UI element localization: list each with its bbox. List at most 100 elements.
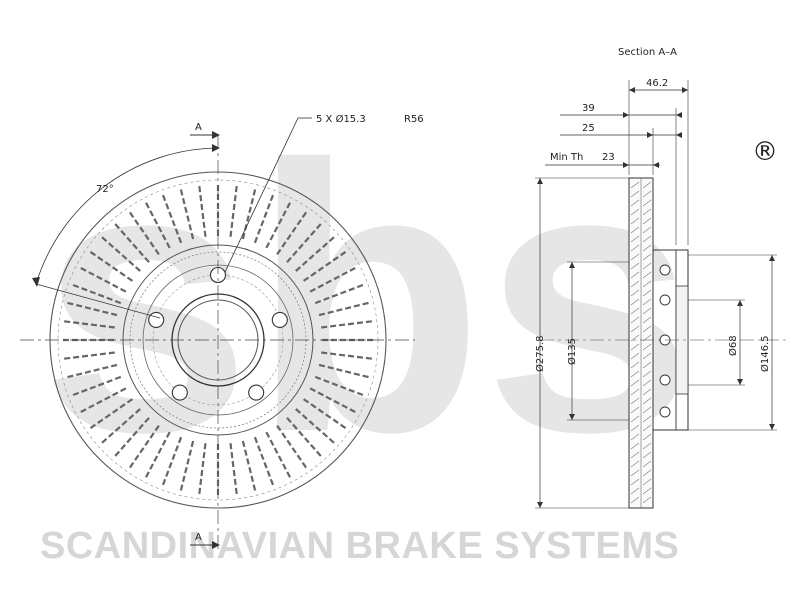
- hatch-line: [642, 415, 652, 423]
- hatch-line: [630, 289, 640, 297]
- hatch-line: [642, 343, 652, 351]
- dim-center-bore: Ø68: [727, 335, 739, 356]
- hatch-line: [630, 352, 640, 360]
- hatch-line: [642, 469, 652, 477]
- angle-ref-line: [35, 283, 161, 319]
- hatch-line: [630, 361, 640, 369]
- hatch-line: [642, 352, 652, 360]
- bolt-hole: [171, 384, 188, 401]
- hatch-line: [630, 181, 640, 189]
- dim-hub-diameter: Ø146.5: [759, 336, 771, 373]
- hatch-line: [642, 226, 652, 234]
- hatch-line: [642, 397, 652, 405]
- angle-label: 72°: [96, 184, 114, 195]
- hatch-line: [642, 217, 652, 225]
- section-bolt-hole: [659, 406, 671, 418]
- min-thickness-label: Min Th: [550, 152, 583, 163]
- sbs-logo-watermark: sbs: [40, 86, 695, 511]
- hatch-line: [642, 298, 652, 306]
- dim-39-arrow-left: [623, 112, 629, 118]
- radius-callout: R56: [404, 114, 424, 125]
- hatch-line: [642, 181, 652, 189]
- hatch-line: [642, 388, 652, 396]
- angle-arrow-left: [32, 277, 40, 287]
- dim-hat-arrow-top: [569, 262, 575, 268]
- dim-outer-arrow-bottom: [537, 502, 543, 508]
- bolt-hole: [148, 311, 165, 328]
- dim-46-arrow-left: [629, 87, 635, 93]
- hatch-line: [630, 478, 640, 486]
- hatch-line: [630, 388, 640, 396]
- hatch-line: [642, 208, 652, 216]
- hatch-line: [630, 424, 640, 432]
- dim-minth-arrow-right: [653, 162, 659, 168]
- section-bolt-hole: [659, 264, 671, 276]
- hatch-line: [630, 235, 640, 243]
- hatch-line: [630, 199, 640, 207]
- hatch-line: [630, 262, 640, 270]
- hatch-line: [642, 406, 652, 414]
- hatch-line: [630, 379, 640, 387]
- dim-25: 25: [582, 123, 595, 134]
- bolt-hole: [271, 311, 288, 328]
- hatch-line: [630, 451, 640, 459]
- hatch-line: [630, 217, 640, 225]
- section-arrow-bottom: [212, 541, 220, 549]
- section-view: Section A–A 46.2 39 25 Min Th: [534, 47, 790, 509]
- hatch-line: [630, 244, 640, 252]
- hatch-line: [630, 487, 640, 495]
- section-bolt-hole: [659, 294, 671, 306]
- min-thickness-value: 23: [602, 152, 615, 163]
- section-marker-top-label: A: [195, 122, 202, 133]
- hatch-line: [630, 334, 640, 342]
- hatch-line: [630, 397, 640, 405]
- angle-arc: [35, 147, 219, 285]
- bolt-callout: 5 X Ø15.3: [316, 113, 366, 125]
- hatch-line: [642, 280, 652, 288]
- hatch-line: [642, 496, 652, 504]
- dim-46-arrow-right: [682, 87, 688, 93]
- dim-overall-height: 46.2: [646, 78, 668, 89]
- hatch-line: [642, 307, 652, 315]
- angle-arrow-top: [212, 144, 220, 152]
- hatch-line: [630, 280, 640, 288]
- hatch-line: [630, 325, 640, 333]
- hatch-line: [642, 361, 652, 369]
- dim-hub-arrow-bottom: [769, 424, 775, 430]
- dim-hat-arrow-bottom: [569, 414, 575, 420]
- dim-25-arrow-left: [647, 132, 653, 138]
- registered-mark: ®: [752, 137, 778, 167]
- section-marker-bottom-label: A: [195, 532, 202, 543]
- hatch-line: [642, 253, 652, 261]
- hatch-line: [642, 325, 652, 333]
- hatch-line: [630, 433, 640, 441]
- hatch-line: [630, 271, 640, 279]
- dim-minth-arrow-left: [623, 162, 629, 168]
- hatch-line: [630, 370, 640, 378]
- dim-39-arrow-right: [676, 112, 682, 118]
- bolt-hole: [248, 384, 265, 401]
- hatch-line: [642, 190, 652, 198]
- hatch-line: [630, 316, 640, 324]
- hatch-line: [642, 235, 652, 243]
- hatch-line: [630, 253, 640, 261]
- hatch-line: [630, 460, 640, 468]
- hatch-line: [642, 199, 652, 207]
- hatch-line: [630, 208, 640, 216]
- dim-outer-arrow-top: [537, 178, 543, 184]
- hatch-line: [642, 244, 652, 252]
- dim-25-arrow-right: [676, 132, 682, 138]
- hatch-line: [630, 406, 640, 414]
- hatch-line: [630, 307, 640, 315]
- hatch-line: [642, 442, 652, 450]
- section-bolt-hole: [659, 374, 671, 386]
- hatch-line: [642, 451, 652, 459]
- hatch-line: [642, 316, 652, 324]
- hatch-line: [630, 442, 640, 450]
- hatch-line: [630, 190, 640, 198]
- hatch-line: [642, 289, 652, 297]
- hatch-line: [642, 262, 652, 270]
- hatch-line: [642, 460, 652, 468]
